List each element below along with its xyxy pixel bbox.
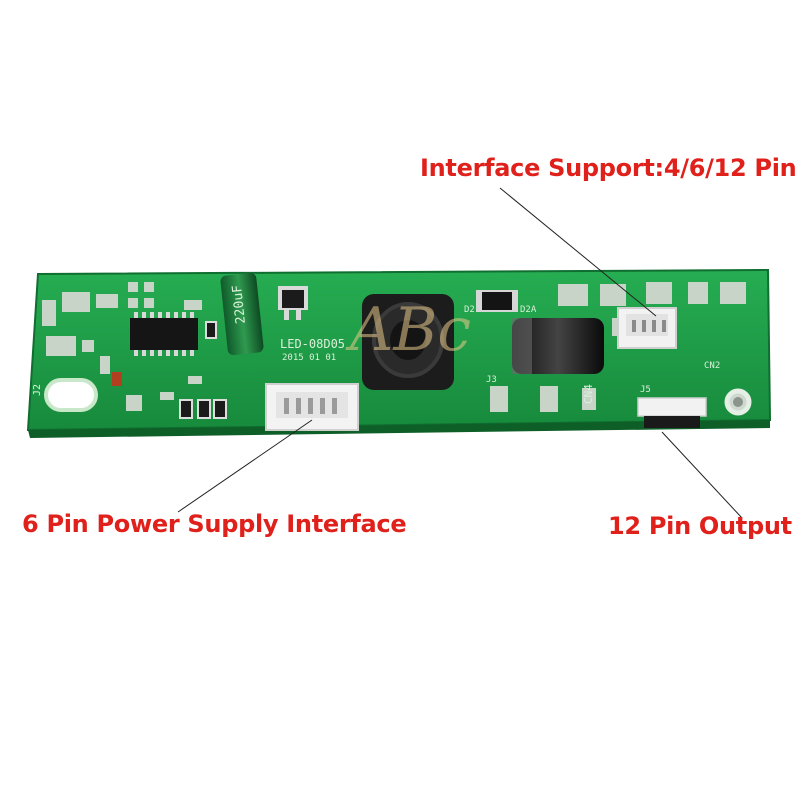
board-date-text: 2015 01 01 — [282, 353, 336, 363]
d2-label: D2 — [464, 305, 475, 315]
output-label: 12 Pin Output — [608, 512, 792, 540]
ic-chip — [130, 318, 198, 350]
green-capacitor: 220uF — [220, 272, 264, 356]
inductor — [362, 294, 454, 390]
callout-line-power — [177, 419, 313, 513]
interface-support-label: Interface Support:4/6/12 Pin — [420, 154, 797, 182]
j5-label: J5 — [640, 385, 651, 395]
callout-line-interface — [499, 187, 657, 317]
board-model-text: LED-08D05 — [280, 337, 345, 351]
slot-hole — [44, 378, 98, 412]
j3-label: J3 — [486, 375, 497, 385]
power-supply-label: 6 Pin Power Supply Interface — [22, 510, 407, 538]
diode: D2 D2A — [464, 290, 537, 315]
black-capacitor — [512, 318, 604, 374]
cn2-label: CN2 — [704, 361, 720, 371]
interface-connector — [617, 307, 677, 349]
j2-label: J2 — [32, 384, 43, 396]
power-connector — [265, 383, 359, 431]
solder-pads-left — [42, 282, 202, 411]
output-connector — [637, 397, 707, 428]
d2a-label: D2A — [520, 305, 537, 315]
cn4-label: CN4 — [582, 384, 595, 404]
smd-resistors — [112, 321, 227, 419]
solder-pads-right — [490, 282, 746, 412]
voltage-regulator — [278, 286, 308, 320]
capacitor-mark: 220uF — [230, 284, 249, 325]
callout-line-output — [661, 431, 743, 519]
watermark: ABc — [345, 295, 471, 365]
